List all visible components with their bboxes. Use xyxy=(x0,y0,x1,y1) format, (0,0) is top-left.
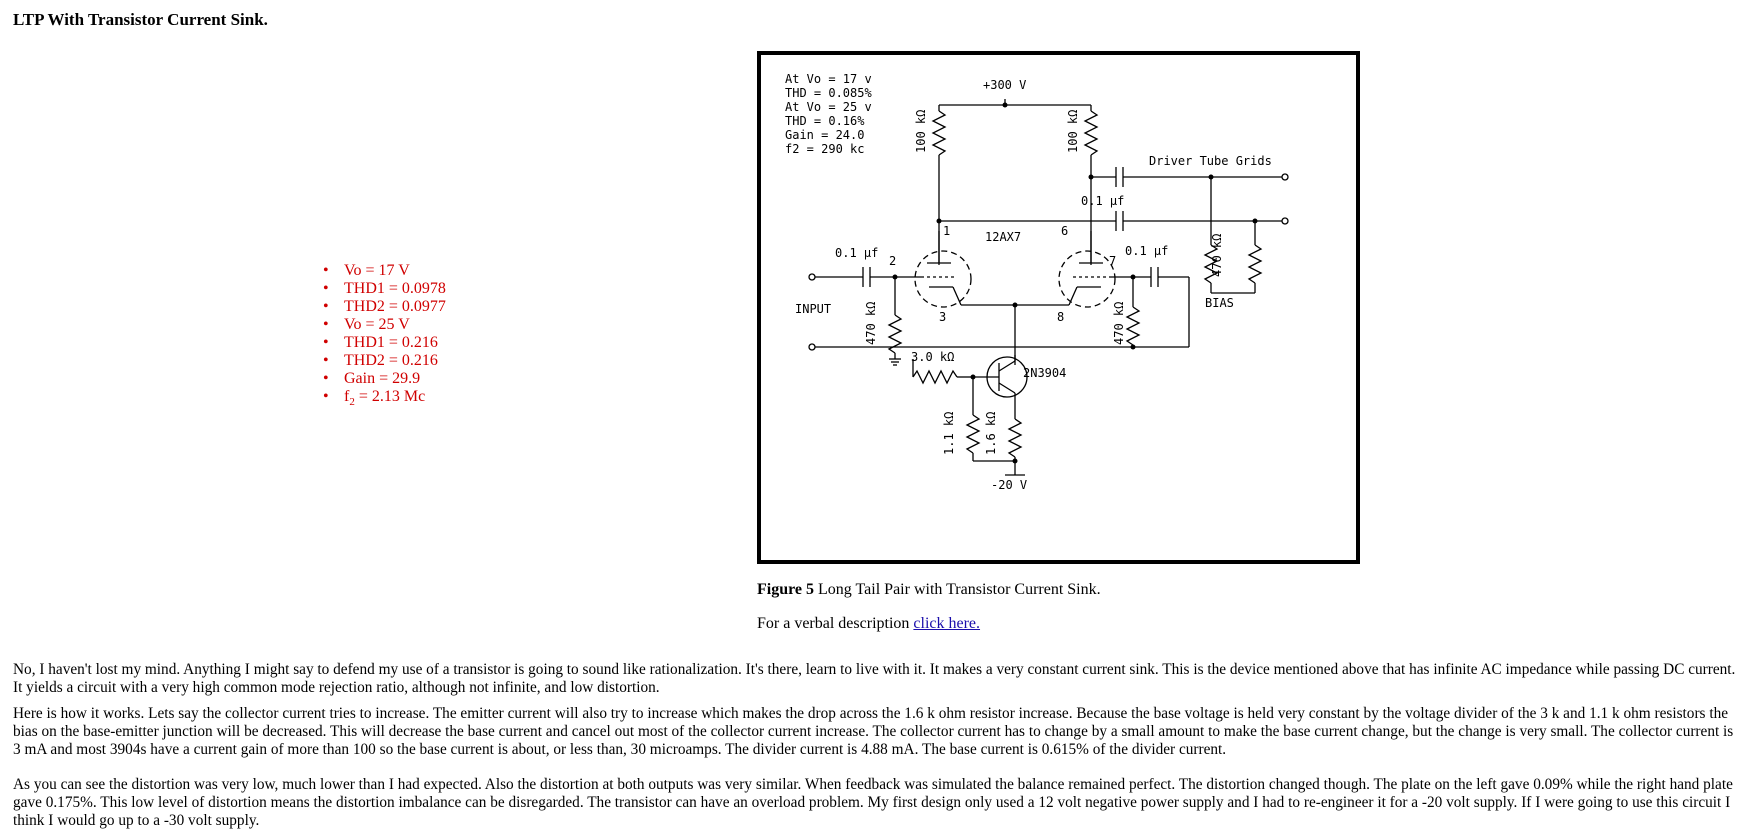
result-item: THD1 = 0.0978 xyxy=(323,280,446,298)
result-item: THD1 = 0.216 xyxy=(323,334,446,352)
schem-r-divider: 1.1 kΩ xyxy=(942,412,956,455)
result-item: THD2 = 0.0977 xyxy=(323,298,446,316)
schem-r-bias: 470 kΩ xyxy=(1210,234,1224,277)
schem-cap-out: 0.1 μf xyxy=(1081,194,1124,208)
schem-cap-in: 0.1 μf xyxy=(835,246,878,260)
resistor-grid-right xyxy=(1125,306,1141,346)
tube-right xyxy=(1058,250,1116,308)
schem-note: Gain = 24.0 xyxy=(785,128,864,142)
paragraph: No, I haven't lost my mind. Anything I m… xyxy=(13,661,1736,696)
f2-sub: 2 xyxy=(349,396,355,409)
f2-value: = 2.13 Mc xyxy=(354,388,426,405)
schem-note: f2 = 290 kc xyxy=(785,142,864,156)
resistor-bias-2 xyxy=(1247,244,1263,284)
schem-r-grid-left: 470 kΩ xyxy=(864,302,878,345)
figure-caption: Figure 5 Long Tail Pair with Transistor … xyxy=(757,581,1101,599)
schem-pin: 8 xyxy=(1057,310,1064,324)
schem-r-plate-left: 100 kΩ xyxy=(914,110,928,153)
result-item-f2: f2 = 2.13 Mc xyxy=(323,388,446,411)
resistor-emitter xyxy=(1007,418,1023,458)
schem-note: At Vo = 25 v xyxy=(785,100,872,114)
schem-driver-label: Driver Tube Grids xyxy=(1149,154,1272,168)
schem-pin: 3 xyxy=(939,310,946,324)
resistor-plate-right xyxy=(1083,110,1099,156)
resistor-plate-left xyxy=(931,110,947,156)
page-title: LTP With Transistor Current Sink. xyxy=(13,10,268,29)
schem-r-plate-right: 100 kΩ xyxy=(1066,110,1080,153)
result-item: Vo = 17 V xyxy=(323,262,446,280)
resistor-bias-1 xyxy=(1203,244,1219,284)
result-item: Gain = 29.9 xyxy=(323,370,446,388)
schem-r-grid-right: 470 kΩ xyxy=(1112,302,1126,345)
schem-tube: 12AX7 xyxy=(985,230,1021,244)
schem-transistor: 2N3904 xyxy=(1023,366,1066,380)
schem-r-emitter: 1.6 kΩ xyxy=(984,412,998,455)
resistor-grid-left xyxy=(887,314,903,354)
paragraph: Here is how it works. Lets say the colle… xyxy=(13,705,1734,758)
schem-supply-neg: -20 V xyxy=(991,478,1027,492)
f2-prefix: f xyxy=(344,388,350,405)
schem-bias-label: BIAS xyxy=(1205,296,1234,310)
schematic-svg: At Vo = 17 v THD = 0.085% At Vo = 25 v T… xyxy=(785,72,1289,492)
resistor-base xyxy=(912,369,958,385)
schem-note: THD = 0.085% xyxy=(785,86,872,100)
verbal-prefix: For a verbal description xyxy=(757,615,914,632)
schem-note: THD = 0.16% xyxy=(785,114,865,128)
results-list: Vo = 17 V THD1 = 0.0978 THD2 = 0.0977 Vo… xyxy=(323,262,446,411)
schem-supply-pos: +300 V xyxy=(983,78,1026,92)
schematic-figure: At Vo = 17 v THD = 0.085% At Vo = 25 v T… xyxy=(757,51,1360,564)
schem-note: At Vo = 17 v xyxy=(785,72,872,86)
schem-r-base: 3.0 kΩ xyxy=(911,350,954,364)
schem-pin: 6 xyxy=(1061,224,1068,238)
resistor-divider xyxy=(965,414,981,454)
tube-left xyxy=(914,250,972,308)
result-item: Vo = 25 V xyxy=(323,316,446,334)
schem-cap-right: 0.1 μf xyxy=(1125,244,1168,258)
caption-label: Figure 5 xyxy=(757,581,815,598)
schem-pin: 1 xyxy=(943,224,950,238)
verbal-description-link[interactable]: click here. xyxy=(913,615,981,632)
schem-pin: 7 xyxy=(1109,254,1116,268)
schem-pin: 2 xyxy=(889,254,896,268)
caption-text: Long Tail Pair with Transistor Current S… xyxy=(814,581,1101,598)
verbal-description: For a verbal description click here. xyxy=(757,615,980,633)
result-item: THD2 = 0.216 xyxy=(323,352,446,370)
paragraph: As you can see the distortion was very l… xyxy=(13,776,1733,829)
schem-input-label: INPUT xyxy=(795,302,831,316)
